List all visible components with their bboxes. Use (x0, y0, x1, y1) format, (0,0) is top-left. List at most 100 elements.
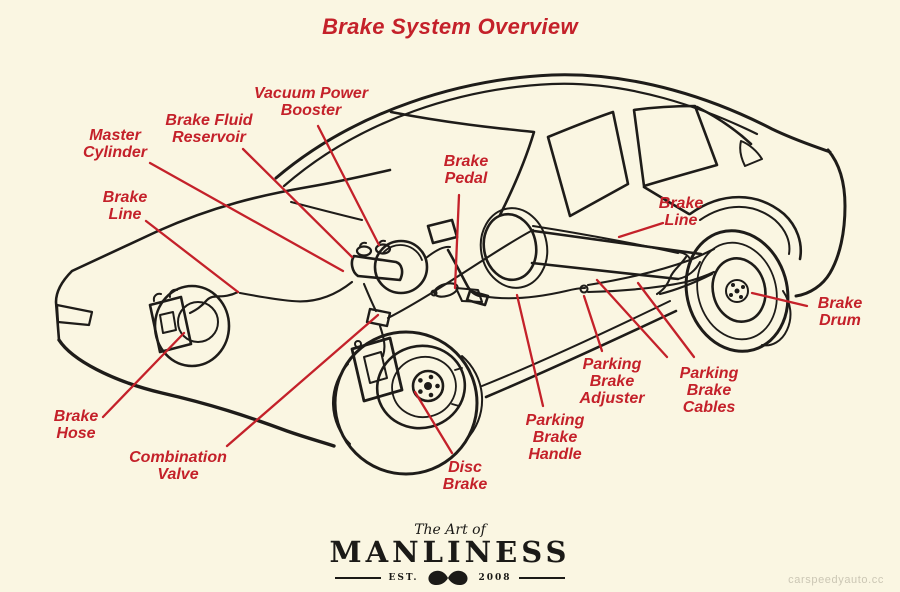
valve-to-caliper (378, 324, 386, 358)
cowl-line (290, 201, 363, 221)
leader-brake-line-right (617, 221, 665, 239)
brake-lines (238, 224, 714, 358)
main-cable (480, 286, 587, 300)
rear-line-rear-run (531, 224, 680, 255)
drum-face (177, 301, 219, 343)
vacuum-booster (373, 239, 429, 295)
leader-brake-fluid-reservoir (241, 147, 354, 259)
c-pillar (695, 105, 753, 146)
pedal-arm (446, 248, 482, 298)
booster-rim (382, 244, 423, 261)
hub (725, 279, 749, 303)
rotor-inner (391, 355, 457, 419)
rim-arcs (331, 355, 484, 445)
caliper-unit (148, 295, 193, 354)
leader-parking-brake-cable-1 (595, 278, 669, 359)
beltline-rear (642, 185, 691, 216)
line-to-front-left (238, 280, 354, 303)
drum-face (482, 212, 538, 282)
front-bumper (57, 338, 336, 448)
rear-wheel-arch-inner (699, 205, 791, 255)
caliper-slot (159, 311, 177, 334)
reservoir-cap-1 (355, 245, 373, 257)
caliper (350, 336, 404, 403)
page-title: Brake System Overview (322, 14, 578, 39)
leader-parking-brake-adjuster (582, 294, 604, 353)
line-to-valve (362, 282, 378, 313)
windshield-pillar (389, 110, 536, 217)
rear-wheel-arch-outer (688, 195, 803, 261)
mustache-icon (428, 570, 469, 585)
hood-top-line (156, 168, 392, 233)
logo-rule-right (518, 576, 565, 580)
leader-disc-brake (413, 390, 454, 455)
rear-silhouette (794, 148, 847, 298)
leader-parking-brake-cable-2 (636, 281, 696, 359)
tire (333, 330, 479, 476)
rear-drum-brake-wheel (684, 229, 790, 353)
leader-brake-line-left (144, 219, 240, 294)
leader-brake-hose (101, 331, 186, 419)
reservoir-cap-2 (374, 243, 392, 255)
hood-front-edge (54, 229, 160, 342)
logo-rule-left (335, 576, 382, 580)
pushrod (425, 245, 451, 259)
logo-est-row: EST. 2008 (310, 568, 590, 588)
front-left-drum-brake (148, 284, 240, 368)
handle-ratchet (454, 286, 484, 304)
pedal-bracket (426, 218, 459, 245)
roof-outer (274, 73, 832, 180)
bleeder-caps (152, 288, 178, 302)
art-of-manliness-logo: The Art of MANLINESS EST. 2008 (310, 523, 590, 588)
rear-door-window (632, 104, 719, 188)
logo-tagline: The Art of (414, 522, 486, 538)
rocker-line-2 (481, 300, 671, 387)
hub (411, 369, 445, 403)
drum-face (711, 257, 767, 323)
rear-axle-and-drum (479, 207, 703, 289)
tire (684, 229, 790, 353)
parking-brake-system (430, 247, 716, 304)
car-body-outline (54, 73, 847, 448)
logo-est: EST. (388, 573, 419, 583)
leader-parking-brake-handle (515, 293, 545, 408)
bleeder (354, 340, 362, 348)
headlight (55, 303, 94, 327)
leader-lines (101, 124, 809, 455)
rim (696, 241, 778, 341)
leader-brake-drum (750, 291, 809, 308)
quarter-window (739, 140, 763, 167)
logo-wordmark: MANLINESS (329, 535, 571, 569)
rear-line-front-run (386, 228, 535, 320)
watermark: carspeedyauto.cc (788, 574, 884, 586)
master-cylinder-body (350, 254, 404, 282)
brake-hose-curve (188, 290, 240, 315)
cable-lower (586, 270, 716, 294)
logo-year: 2008 (478, 573, 512, 583)
pedal-pad (465, 289, 490, 307)
leader-master-cylinder (148, 161, 345, 273)
drum-rim (479, 207, 549, 289)
handle-grip (433, 282, 459, 298)
rotor-ticks (451, 367, 463, 407)
leader-brake-pedal (453, 193, 461, 290)
rocker-line-1 (484, 309, 678, 399)
axle-lines (530, 229, 703, 281)
handle-button (430, 289, 438, 297)
caliper-slot (363, 351, 388, 384)
leader-vacuum-power-booster (316, 124, 381, 247)
lug-nuts (729, 283, 745, 299)
